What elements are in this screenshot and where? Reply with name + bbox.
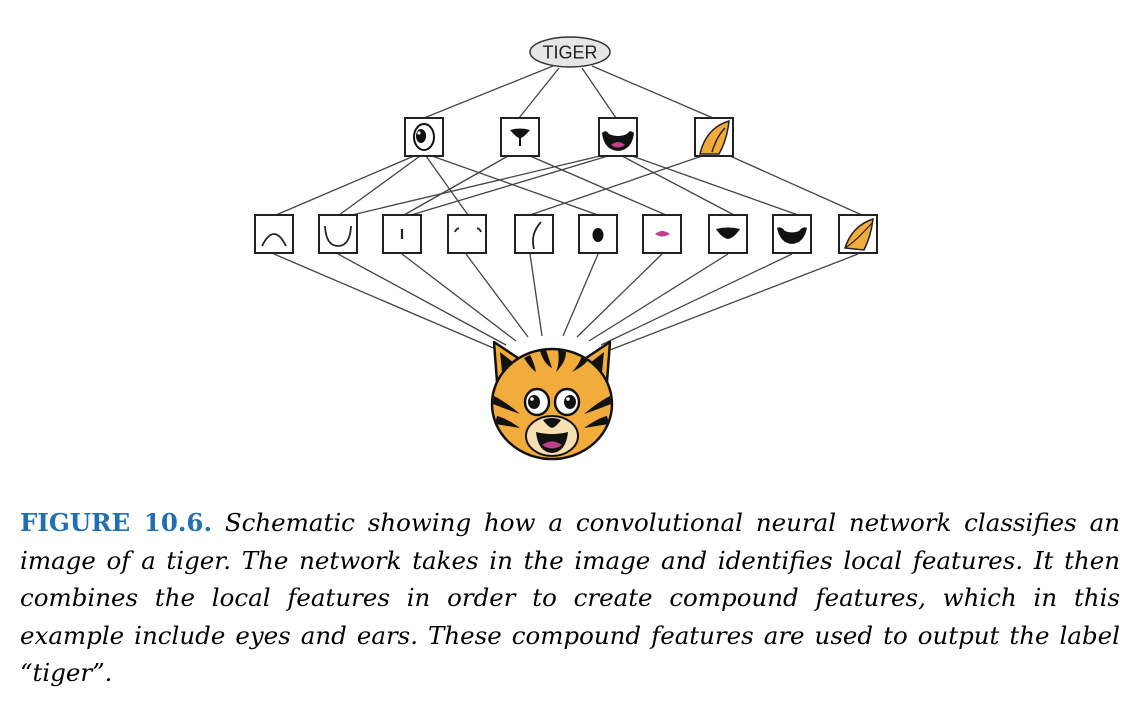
tiger-face-icon [490, 340, 614, 461]
arch-down-icon [324, 225, 352, 247]
left-paren-curve-icon [532, 221, 542, 250]
pink-lip-icon [655, 231, 670, 237]
dark-lip-icon [716, 227, 740, 239]
output-label-node: TIGER [529, 36, 611, 68]
compound-feature-ear [694, 117, 734, 157]
output-edges [423, 65, 714, 119]
local-feature-6 [578, 214, 618, 254]
local-feature-8 [708, 214, 748, 254]
local-feature-9 [772, 214, 812, 254]
local-feature-1 [254, 214, 294, 254]
nose-feature-icon [510, 128, 530, 146]
ear-tip-icon [844, 217, 874, 251]
local-feature-2 [318, 214, 358, 254]
wide-mouth-icon [777, 227, 807, 244]
eye-feature-icon [413, 123, 435, 151]
local-feature-7 [642, 214, 682, 254]
compound-feature-eye [404, 117, 444, 157]
corner-marks-icon [454, 227, 482, 233]
arch-up-icon [261, 233, 287, 247]
compound-edges [275, 155, 863, 216]
local-feature-4 [447, 214, 487, 254]
figure-caption: FIGURE 10.6. Schematic showing how a con… [20, 504, 1120, 692]
ear-feature-icon [699, 119, 730, 155]
local-feature-3 [382, 214, 422, 254]
output-label-text: TIGER [542, 43, 597, 63]
compound-feature-nose [500, 117, 540, 157]
cnn-schematic-diagram: TIGER [254, 36, 878, 461]
figure-caption-text: Schematic showing how a convolutional ne… [20, 508, 1120, 687]
mouth-feature-icon [602, 131, 634, 151]
compound-feature-mouth [598, 117, 638, 157]
local-feature-5 [514, 214, 554, 254]
local-feature-10 [838, 214, 878, 254]
input-edges [273, 253, 859, 351]
dot-icon [592, 228, 604, 242]
figure-label: FIGURE 10.6. [20, 508, 212, 537]
